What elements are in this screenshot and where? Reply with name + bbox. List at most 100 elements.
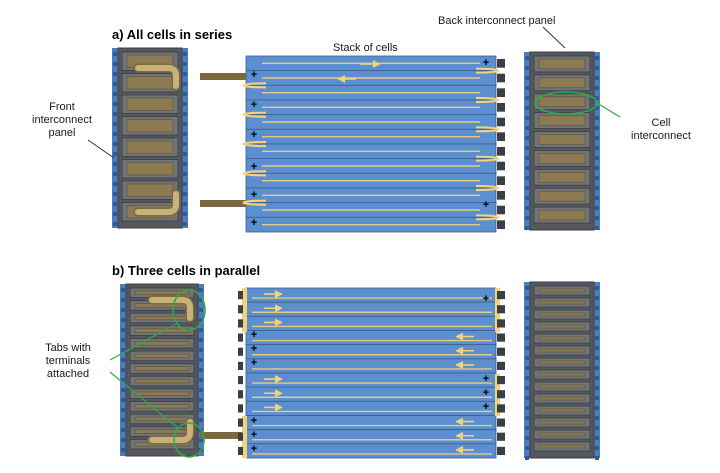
rail-notch xyxy=(595,446,599,450)
terminal-tab-top-b xyxy=(149,297,193,321)
rail-notch xyxy=(113,212,117,216)
stack-end-post xyxy=(238,418,243,427)
rail-notch xyxy=(595,346,599,350)
rail-notch xyxy=(595,186,599,190)
rail-notch xyxy=(525,176,529,180)
rail-notch xyxy=(595,96,599,100)
interconnect-tab xyxy=(134,429,190,434)
interconnect-tab xyxy=(134,315,190,321)
rail-notch xyxy=(121,428,125,432)
cell xyxy=(245,429,497,445)
terminal-tab-top-a xyxy=(135,65,179,89)
terminal-plus-sign: + xyxy=(483,387,489,399)
rail-notch xyxy=(525,166,529,170)
stack-end-post xyxy=(497,117,505,127)
rail-notch xyxy=(199,348,203,352)
rail-notch xyxy=(595,86,599,90)
rail-notch xyxy=(121,378,125,382)
rail-notch xyxy=(121,408,125,412)
interconnect-tab xyxy=(134,341,190,346)
cell xyxy=(245,301,497,317)
interconnect-tab xyxy=(134,290,190,295)
interconnect-tab xyxy=(134,379,190,384)
terminal-plus-sign: + xyxy=(483,293,489,305)
rail-notch xyxy=(199,338,203,342)
interconnect-tab xyxy=(134,391,190,396)
rail-notch xyxy=(199,368,203,372)
cell xyxy=(245,415,497,431)
rail-notch xyxy=(595,326,599,330)
stack-end-post xyxy=(497,319,505,328)
rail-notch xyxy=(183,222,187,226)
rail-notch xyxy=(525,296,529,300)
rail-notch xyxy=(595,386,599,390)
cell-stack-b xyxy=(245,287,497,459)
rail-notch xyxy=(525,76,529,80)
rail-notch xyxy=(199,308,203,312)
stack-end-post xyxy=(497,418,505,427)
rail-notch xyxy=(525,146,529,150)
rail-notch xyxy=(121,288,125,292)
tab-terminal-highlight-bottom xyxy=(173,422,205,458)
rail-notch xyxy=(183,202,187,206)
interconnect-tab xyxy=(134,404,190,409)
back-interconnect-panel-a xyxy=(524,51,600,231)
rail-notch xyxy=(595,406,599,410)
cell xyxy=(245,358,497,374)
stack-end-post xyxy=(497,347,505,356)
rail-notch xyxy=(525,96,529,100)
stack-end-post xyxy=(497,205,505,215)
rail-notch xyxy=(595,166,599,170)
cell xyxy=(245,287,497,303)
series-interconnect-loop xyxy=(242,82,267,89)
rail-notch xyxy=(595,356,599,360)
rail-notch xyxy=(595,116,599,120)
rail-notch xyxy=(595,76,599,80)
rail-notch xyxy=(595,216,599,220)
stack-end-post xyxy=(497,191,505,200)
interconnect-tab xyxy=(538,384,586,389)
rail-notch xyxy=(525,206,529,210)
interconnect-tab xyxy=(538,396,586,401)
interconnect-tab xyxy=(134,353,190,358)
panel-right-rail xyxy=(594,52,600,230)
tabs-label-line-2: terminals xyxy=(45,355,91,367)
interconnect-tab xyxy=(134,416,190,422)
stack-end-post xyxy=(497,291,505,300)
terminal-plus-sign: + xyxy=(251,217,257,229)
terminal-plus-sign: + xyxy=(251,443,257,455)
rail-notch xyxy=(121,318,125,322)
rail-notch xyxy=(525,336,529,340)
panel-left-rail xyxy=(524,52,530,230)
rail-notch xyxy=(183,212,187,216)
rail-notch xyxy=(199,328,203,332)
rail-notch xyxy=(595,176,599,180)
front-panel-pointer xyxy=(87,139,115,159)
terminal-plus-sign: + xyxy=(251,329,257,341)
stack-end-post xyxy=(238,376,243,385)
rail-notch xyxy=(121,448,125,452)
rail-notch xyxy=(121,338,125,342)
tabs-pointer-top xyxy=(109,323,177,361)
stack-end-post xyxy=(497,446,505,455)
rail-notch xyxy=(113,142,117,146)
stack-end-post xyxy=(497,147,505,156)
rail-notch xyxy=(121,418,125,422)
terminal-plus-sign: + xyxy=(483,401,489,413)
section-a-title: a) All cells in series xyxy=(112,27,233,42)
rail-notch xyxy=(121,438,125,442)
interconnect-tab xyxy=(126,162,174,176)
rail-notch xyxy=(595,226,599,230)
rail-notch xyxy=(113,192,117,196)
rail-notch xyxy=(595,366,599,370)
series-interconnect-loop xyxy=(242,111,267,118)
rail-notch xyxy=(121,358,125,362)
cell xyxy=(245,386,497,402)
front-label-line-3: panel xyxy=(48,127,76,139)
rail-notch xyxy=(199,398,203,402)
rail-notch xyxy=(525,106,529,110)
rail-notch xyxy=(525,156,529,160)
rail-notch xyxy=(113,182,117,186)
rail-notch xyxy=(183,152,187,156)
